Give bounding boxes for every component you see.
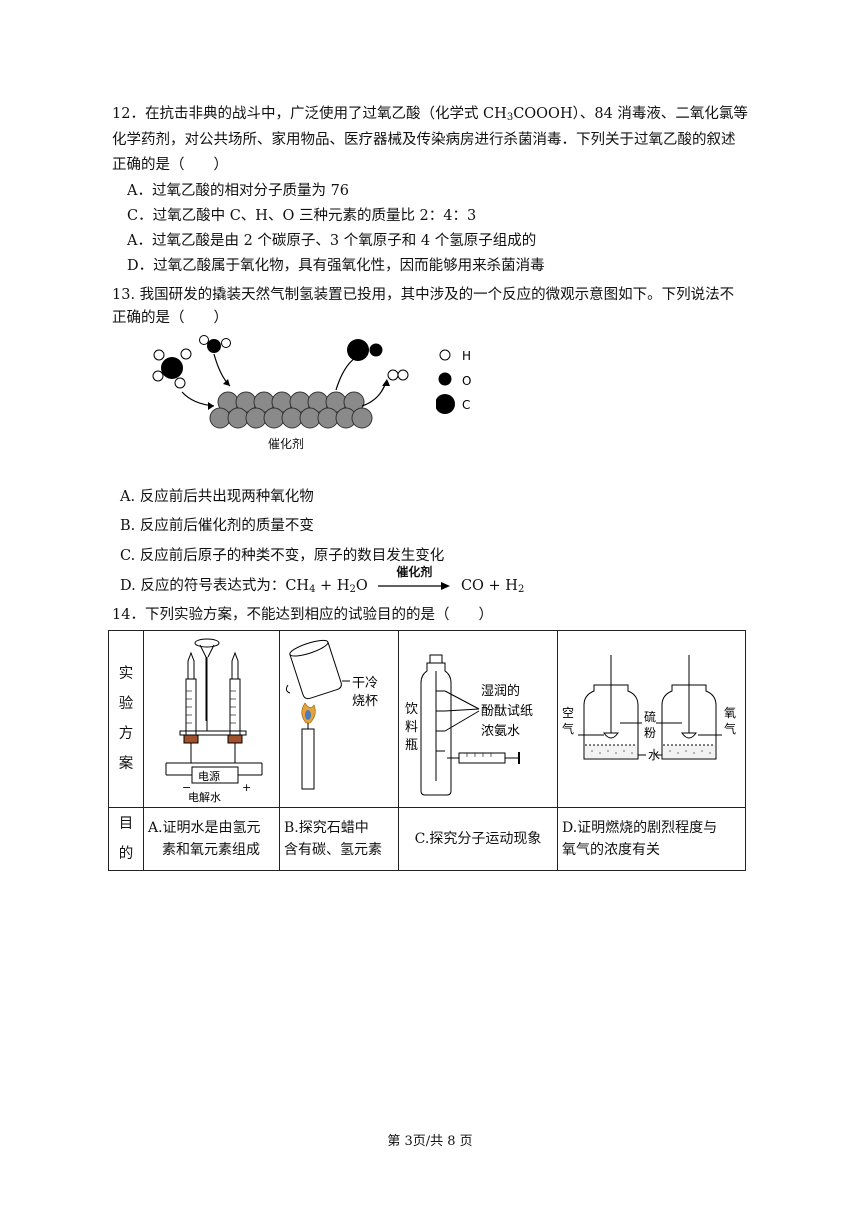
legend-c-icon <box>436 394 455 414</box>
q13-option-a: A. 反应前后共出现两种氧化物 <box>120 489 314 505</box>
fig-b-cell: 干冷 烧杯 <box>279 630 399 808</box>
svg-text:粉: 粉 <box>644 726 656 740</box>
arrow-out-1 <box>335 355 359 391</box>
q12-option-3: A．过氧乙酸是由 2 个碳原子、3 个氧原子和 4 个氢原子组成的 <box>127 233 537 249</box>
purpose-b: B.探究石蜡中 含有碳、氢元素 <box>279 807 399 871</box>
q13-option-c: C. 反应前后原子的种类不变，原子的数目发生变化 <box>120 548 445 564</box>
svg-text:氧: 氧 <box>724 706 736 720</box>
svg-text:水: 水 <box>648 748 660 762</box>
q14-experiment-table: 实 验 方 案 <box>108 630 746 871</box>
purpose-c: C.探究分子运动现象 <box>398 807 558 871</box>
svg-text:气: 气 <box>724 721 736 736</box>
purpose-d: D.证明燃烧的剧烈程度与 氧气的浓度有关 <box>557 807 746 871</box>
q13-option-d: D. 反应的符号表达式为：CH4 + H2O 催化剂 CO + H2 <box>120 565 525 596</box>
q13-stem-line2: 正确的是（ ） <box>112 310 228 326</box>
svg-text:饮: 饮 <box>405 702 418 717</box>
q12-stem-line3: 正确的是（ ） <box>112 157 228 173</box>
fig-beaker-candle: 干冷 烧杯 <box>285 639 378 790</box>
methane-molecule <box>152 348 192 389</box>
legend-o-icon <box>438 372 452 386</box>
svg-text:浓氨水: 浓氨水 <box>481 724 520 739</box>
svg-text:料: 料 <box>405 720 418 735</box>
legend-h-icon <box>439 349 451 361</box>
svg-text:H: H <box>462 349 471 363</box>
row-head-purpose: 目 的 <box>108 807 144 871</box>
svg-text:电解水: 电解水 <box>188 790 221 803</box>
fig-a-cell: 电源 − + 电解水 <box>143 630 280 808</box>
fig-d-cell: 空 气 硫 粉 水 氧 气 <box>557 630 746 808</box>
svg-text:湿润的: 湿润的 <box>481 683 520 699</box>
q12-option-4: D．过氧乙酸属于氧化物，具有强氧化性，因而能够用来杀菌消毒 <box>127 258 545 274</box>
page-footer: 第 3页/共 8 页 <box>387 1134 473 1149</box>
fig-bottle-ammonia: 饮 料 瓶 湿润的 酚酞试纸 浓氨水 <box>405 654 533 796</box>
q12-stem-line2: 化学药剂，对公共场所、家用物品、医疗器械及传染病房进行杀菌消毒．下列关于过氧乙酸… <box>112 132 736 148</box>
svg-text:O: O <box>462 374 471 388</box>
q12-option-2: C．过氧乙酸中 C、H、O 三种元素的质量比 2：4：3 <box>127 208 477 224</box>
svg-text:−: − <box>182 781 191 794</box>
arrow-right-icon <box>378 582 451 590</box>
q13-reaction-diagram: 催化剂 <box>152 335 409 451</box>
water-molecule <box>199 335 231 353</box>
svg-text:酚酞试纸: 酚酞试纸 <box>481 704 533 719</box>
purpose-a: A.证明水是由氢元 素和氧元素组成 <box>143 807 280 871</box>
svg-text:烧杯: 烧杯 <box>352 694 378 709</box>
carbon-monoxide-molecule <box>347 339 383 361</box>
catalyst-label: 催化剂 <box>268 436 304 451</box>
q12-stem-line1: 12．在抗击非典的战斗中，广泛使用了过氧乙酸（化学式 CH3COOOH）、84 … <box>112 106 748 123</box>
q13-legend: H O C <box>436 349 471 414</box>
fig-electrolysis: 电源 − + 电解水 <box>165 638 263 804</box>
q14-stem: 14．下列实验方案，不能达到相应的试验目的的是（ ） <box>112 607 493 623</box>
hydrogen-molecule <box>387 369 409 381</box>
reaction-arrow: 催化剂 <box>378 565 451 596</box>
q12-option-1: A．过氧乙酸的相对分子质量为 76 <box>127 183 350 199</box>
svg-text:瓶: 瓶 <box>405 738 418 753</box>
svg-text:干冷: 干冷 <box>352 676 378 691</box>
svg-text:电源: 电源 <box>198 769 220 783</box>
svg-text:硫: 硫 <box>644 709 656 724</box>
svg-text:+: + <box>242 781 251 794</box>
syringe-icon <box>447 752 520 764</box>
catalyst-spheres <box>209 391 373 429</box>
svg-text:空: 空 <box>562 706 574 720</box>
fig-c-cell: 饮 料 瓶 湿润的 酚酞试纸 浓氨水 <box>398 630 558 808</box>
fig-sulfur-combustion: 空 气 硫 粉 水 氧 气 <box>562 655 736 762</box>
row-head-scheme: 实 验 方 案 <box>108 630 144 808</box>
q13-option-b: B. 反应前后催化剂的质量不变 <box>120 518 314 534</box>
svg-text:C: C <box>462 398 470 412</box>
q13-stem-line1: 13. 我国研发的撬装天然气制氢装置已投用，其中涉及的一个反应的微观示意图如下。… <box>112 287 735 303</box>
svg-text:气: 气 <box>562 721 574 736</box>
